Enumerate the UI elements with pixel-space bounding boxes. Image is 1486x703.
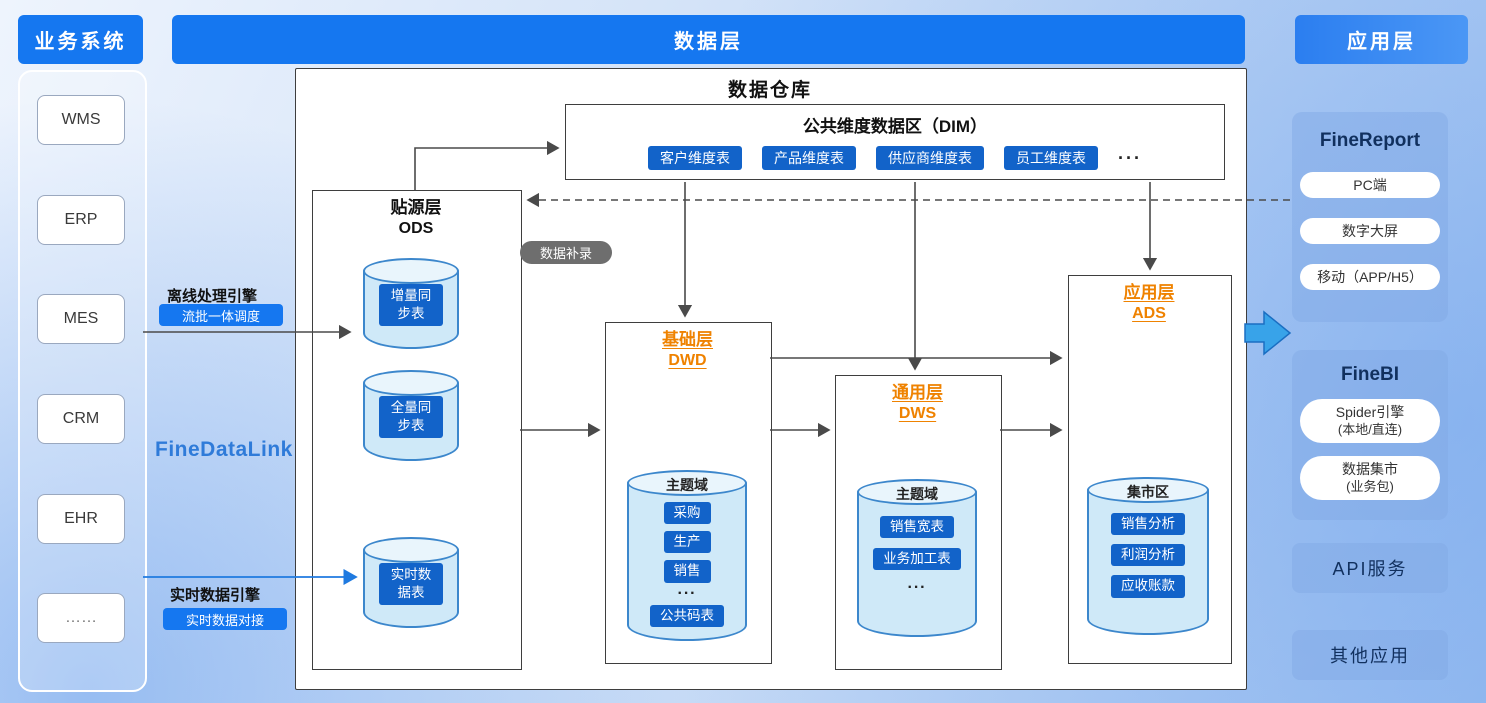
system-box-crm: CRM xyxy=(37,394,125,444)
ads-cylinder-mart: 集市区 销售分析 利润分析 应收账款 xyxy=(1087,477,1209,635)
api-service-box: API服务 xyxy=(1292,543,1448,593)
dim-ellipsis: ··· xyxy=(1118,147,1142,168)
finebi-title: FineBI xyxy=(1340,364,1400,385)
finereport-bigscreen-pill: 数字大屏 xyxy=(1300,218,1440,244)
dwd-cylinder-subject: 主题域 采购 生产 销售 ··· 公共码表 xyxy=(627,470,747,641)
dws-cylinder-label: 主题域 xyxy=(896,486,938,502)
dws-cylinder-subject: 主题域 销售宽表 业务加工表 ··· xyxy=(857,479,977,637)
other-apps-box: 其他应用 xyxy=(1292,630,1448,680)
finereport-mobile-pill: 移动（APP/H5） xyxy=(1300,264,1440,290)
ads-item-receivables: 应收账款 xyxy=(1111,575,1185,598)
offline-scheduling-pill: 流批一体调度 xyxy=(159,304,283,326)
ods-table-full: 全量同步表 xyxy=(379,396,443,439)
finedatalink-logo: FineDataLink xyxy=(155,438,293,461)
dim-table-employee: 员工维度表 xyxy=(1004,146,1098,170)
dim-table-customer: 客户维度表 xyxy=(648,146,742,170)
dws-ellipsis: ··· xyxy=(907,579,927,597)
flow-arrow-to-apps xyxy=(1244,310,1292,356)
ods-cylinder-incremental: 增量同步表 xyxy=(363,258,459,349)
ods-cylinder-full: 全量同步表 xyxy=(363,370,459,461)
dim-tables-row: 客户维度表 产品维度表 供应商维度表 员工维度表 ··· xyxy=(648,146,1142,170)
dim-table-product: 产品维度表 xyxy=(762,146,856,170)
offline-engine-label: 离线处理引擎 xyxy=(167,288,258,305)
finereport-pc-pill: PC端 xyxy=(1300,172,1440,198)
ads-item-profit-analysis: 利润分析 xyxy=(1111,544,1185,567)
dim-table-supplier: 供应商维度表 xyxy=(876,146,984,170)
dwd-item-production: 生产 xyxy=(663,531,711,554)
finereport-panel: FineReport PC端 数字大屏 移动（APP/H5） xyxy=(1292,112,1448,322)
ods-table-realtime: 实时数据表 xyxy=(379,563,443,606)
ods-table-incremental: 增量同步表 xyxy=(379,284,443,327)
system-box-mes: MES xyxy=(37,294,125,344)
business-systems-header: 业务系统 xyxy=(18,15,143,64)
ads-layer-title: 应用层 ADS xyxy=(1123,283,1175,323)
data-backfill-badge: 数据补录 xyxy=(520,241,612,264)
system-box-wms: WMS xyxy=(37,95,125,145)
dwd-item-common-code: 公共码表 xyxy=(650,604,724,627)
data-warehouse-title: 数据仓库 xyxy=(727,80,812,101)
dws-item-sales-wide: 销售宽表 xyxy=(880,516,954,539)
dwd-ellipsis: ··· xyxy=(677,584,697,602)
ads-cylinder-label: 集市区 xyxy=(1127,484,1169,500)
dim-zone-box: 公共维度数据区（DIM） 客户维度表 产品维度表 供应商维度表 员工维度表 ··… xyxy=(565,104,1225,180)
finebi-datamart-pill: 数据集市 (业务包) xyxy=(1300,456,1440,500)
finebi-panel: FineBI Spider引擎 (本地/直连) 数据集市 (业务包) xyxy=(1292,350,1448,520)
dws-item-business-processed: 业务加工表 xyxy=(873,548,961,571)
application-layer-header: 应用层 xyxy=(1295,15,1468,64)
ods-layer-title: 贴源层 ODS xyxy=(390,198,442,238)
dwd-item-procurement: 采购 xyxy=(663,502,711,525)
dwd-layer-title: 基础层 DWD xyxy=(662,330,713,370)
finereport-title: FineReport xyxy=(1319,130,1421,151)
data-layer-header: 数据层 xyxy=(172,15,1245,64)
business-systems-panel xyxy=(18,70,147,692)
ads-item-sales-analysis: 销售分析 xyxy=(1111,513,1185,536)
dwd-cylinder-label: 主题域 xyxy=(666,477,708,493)
dim-zone-title: 公共维度数据区（DIM） xyxy=(802,117,988,136)
realtime-connect-pill: 实时数据对接 xyxy=(163,608,287,630)
system-box-more: …… xyxy=(37,593,125,643)
realtime-engine-label: 实时数据引擎 xyxy=(170,587,261,604)
finebi-spider-pill: Spider引擎 (本地/直连) xyxy=(1300,399,1440,443)
dwd-item-sales: 销售 xyxy=(663,560,711,583)
dws-layer-title: 通用层 DWS xyxy=(892,383,943,423)
system-box-erp: ERP xyxy=(37,195,125,245)
system-box-ehr: EHR xyxy=(37,494,125,544)
ods-cylinder-realtime: 实时数据表 xyxy=(363,537,459,628)
